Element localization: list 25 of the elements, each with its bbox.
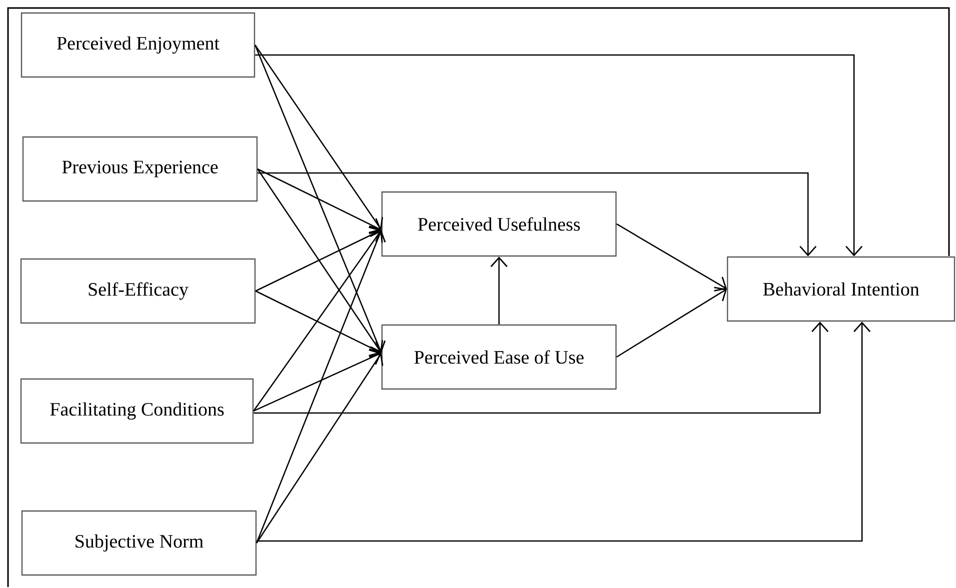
arrow [256, 353, 384, 544]
arrow [253, 230, 383, 412]
box: Behavioral Intention [726, 256, 956, 322]
arrow [257, 168, 384, 353]
arrow [258, 172, 817, 256]
box: Perceived Enjoyment [20, 12, 256, 78]
arrow [254, 44, 386, 353]
arrow [490, 256, 508, 324]
arrow [254, 44, 384, 230]
arrow [255, 290, 382, 356]
arrow [256, 230, 386, 544]
arrow [253, 349, 382, 412]
box: Self-Efficacy [20, 258, 256, 324]
arrow [616, 286, 727, 358]
box: Perceived Ease of Use [381, 324, 617, 390]
box: Subjective Norm [21, 510, 257, 576]
arrow [257, 168, 382, 234]
arrow [616, 223, 727, 292]
box: Previous Experience [22, 136, 258, 202]
box: Perceived Usefulness [381, 191, 617, 257]
arrow [255, 226, 382, 292]
arrow [254, 322, 829, 414]
arrow [255, 54, 863, 256]
box: Facilitating Conditions [20, 378, 254, 444]
arrow [256, 322, 871, 542]
